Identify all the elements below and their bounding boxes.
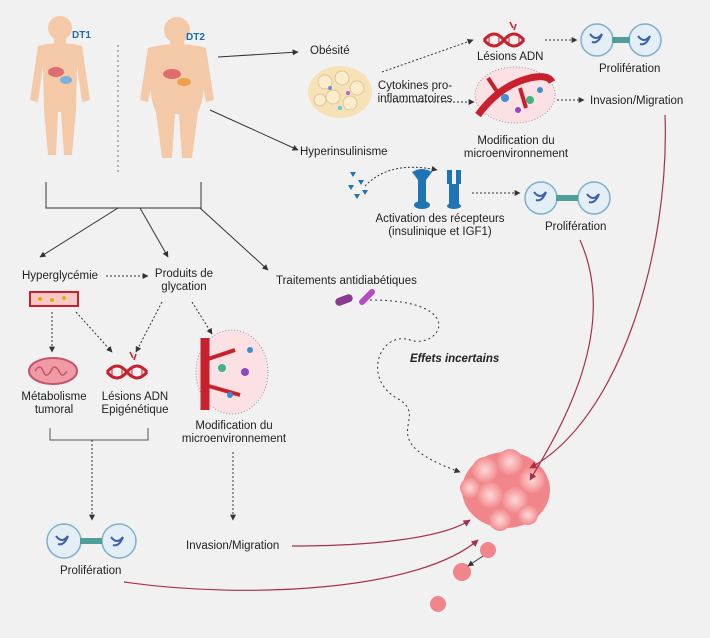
obesite-label: Obésité — [310, 45, 350, 57]
lesions-epi-label: Lésions ADN Epigénétique — [96, 391, 174, 417]
insulin-receptor-icon — [412, 169, 432, 209]
mitochondria-icon — [28, 357, 78, 385]
drug-capsules-icon — [335, 289, 375, 306]
activation-label: Activation des récepteurs (insulinique e… — [370, 213, 510, 239]
proliferation-bottom-label: Prolifération — [60, 565, 122, 577]
insulin-molecules-icon — [348, 172, 368, 199]
activation-line-1: Activation des récepteurs — [375, 213, 505, 225]
cell-division-icon-mid — [524, 181, 611, 215]
lesions-epi-line-2: Epigénétique — [101, 404, 169, 416]
proliferation-mid-label: Prolifération — [545, 221, 607, 233]
modification-top-line-1: Modification du — [477, 135, 555, 147]
adipose-tissue-icon — [308, 66, 372, 118]
metabolisme-line-2: tumoral — [34, 404, 74, 416]
dna-damage-icon-bottom — [105, 351, 149, 380]
cell-division-icon-top — [580, 23, 662, 57]
microenvironment-icon-top — [474, 66, 556, 124]
body-bracket — [45, 182, 202, 209]
hyperglycemie-label: Hyperglycémie — [22, 270, 99, 282]
cytokines-label: Cytokines pro- inflammatoires — [365, 80, 465, 106]
proliferation-top-label: Prolifération — [599, 63, 661, 75]
cell-division-icon-bottom — [46, 523, 137, 559]
lesions-adn-top-label: Lésions ADN — [477, 51, 544, 63]
cytokines-line-2: inflammatoires — [377, 93, 453, 105]
blood-vessel-glucose-icon — [29, 291, 79, 307]
activation-line-2: (insulinique et IGF1) — [388, 226, 492, 238]
produits-line-1: Produits de — [154, 268, 214, 280]
body-dt1-icon — [30, 16, 90, 155]
dt1-label: DT1 — [72, 30, 91, 41]
body-dt2-icon — [140, 17, 214, 158]
produits-line-2: glycation — [161, 281, 207, 293]
dna-damage-icon-top — [482, 21, 526, 48]
dt2-label: DT2 — [186, 32, 205, 43]
flow-arrows — [39, 37, 585, 567]
invasion-top-label: Invasion/Migration — [590, 95, 684, 107]
produits-label: Produits de glycation — [146, 268, 222, 294]
metabolisme-line-1: Métabolisme — [21, 391, 87, 403]
modification-bottom-line-1: Modification du — [195, 420, 273, 432]
tumor-mass-icon — [430, 449, 550, 612]
lesions-epi-line-1: Lésions ADN — [101, 391, 169, 403]
traitements-label: Traitements antidiabétiques — [276, 275, 417, 287]
effets-incertains-label: Effets incertains — [410, 353, 500, 365]
modification-top-line-2: microenvironnement — [463, 148, 569, 160]
modification-bottom-label: Modification du microenvironnement — [178, 420, 290, 446]
bottom-bracket — [49, 428, 149, 441]
modification-top-label: Modification du microenvironnement — [460, 135, 572, 161]
igf1-receptor-icon — [447, 170, 461, 209]
invasion-bottom-label: Invasion/Migration — [186, 540, 280, 552]
modification-bottom-line-2: microenvironnement — [181, 433, 287, 445]
metabolisme-label: Métabolisme tumoral — [16, 391, 92, 417]
hyperinsulinisme-label: Hyperinsulinisme — [300, 146, 388, 158]
cytokines-line-1: Cytokines pro- — [377, 80, 453, 92]
microenvironment-icon-bottom — [195, 329, 269, 415]
tumor-connectors — [123, 114, 666, 591]
